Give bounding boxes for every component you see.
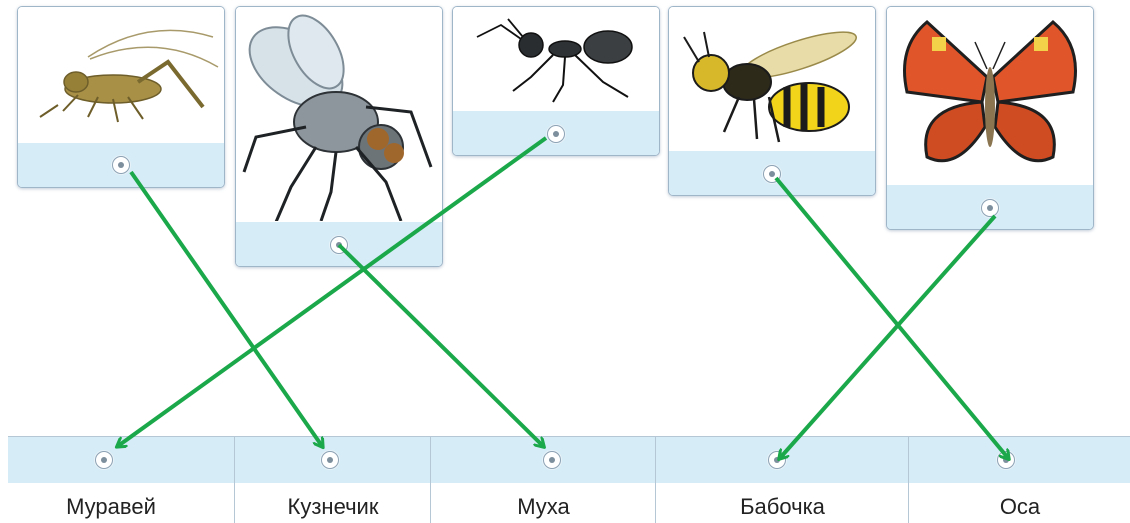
answer-label-ant: Муравей: [0, 494, 224, 520]
wasp-image: [669, 7, 875, 151]
butterfly-connector-dot[interactable]: [981, 199, 999, 217]
answer-label-butterfly: Бабочка: [656, 494, 909, 520]
butterfly-image: [887, 7, 1093, 185]
grasshopper-card: [17, 6, 225, 188]
fly-connector-dot[interactable]: [330, 236, 348, 254]
fly-card: [235, 6, 443, 267]
grasshopper-connector-dot[interactable]: [112, 156, 130, 174]
grasshopper-connector-strip[interactable]: [18, 143, 224, 187]
wasp-card: [668, 6, 876, 196]
grasshopper-image: [18, 7, 224, 143]
answer-band: [8, 436, 234, 483]
answer-slot-fly[interactable]: Муха: [430, 436, 656, 523]
answer-label-fly: Муха: [431, 494, 656, 520]
fly-image: [236, 7, 442, 221]
answer-dot-butterfly[interactable]: [768, 451, 786, 469]
answer-band: [909, 436, 1130, 483]
answer-label-wasp: Оса: [909, 494, 1130, 520]
answer-label-grasshopper: Кузнечик: [235, 494, 431, 520]
wasp-connector-strip[interactable]: [669, 151, 875, 195]
answer-dot-ant[interactable]: [95, 451, 113, 469]
answer-slot-wasp[interactable]: Оса: [908, 436, 1130, 523]
answer-slot-ant[interactable]: Муравей: [8, 436, 234, 523]
fly-connector-strip[interactable]: [236, 222, 442, 266]
answer-row: Муравей Кузнечик Муха Бабочка Оса: [8, 436, 1130, 523]
ant-connector-strip[interactable]: [453, 111, 659, 155]
answer-dot-fly[interactable]: [543, 451, 561, 469]
ant-card: [452, 6, 660, 156]
ant-connector-dot[interactable]: [547, 125, 565, 143]
answer-slot-grasshopper[interactable]: Кузнечик: [234, 436, 431, 523]
arrow-fly-to-mukha: [339, 245, 543, 446]
ant-image: [453, 7, 659, 111]
answer-dot-grasshopper[interactable]: [321, 451, 339, 469]
butterfly-connector-strip[interactable]: [887, 185, 1093, 229]
butterfly-card: [886, 6, 1094, 230]
arrow-butterfly-to-babochka: [780, 216, 995, 458]
answer-slot-butterfly[interactable]: Бабочка: [655, 436, 909, 523]
wasp-connector-dot[interactable]: [763, 165, 781, 183]
answer-dot-wasp[interactable]: [997, 451, 1015, 469]
